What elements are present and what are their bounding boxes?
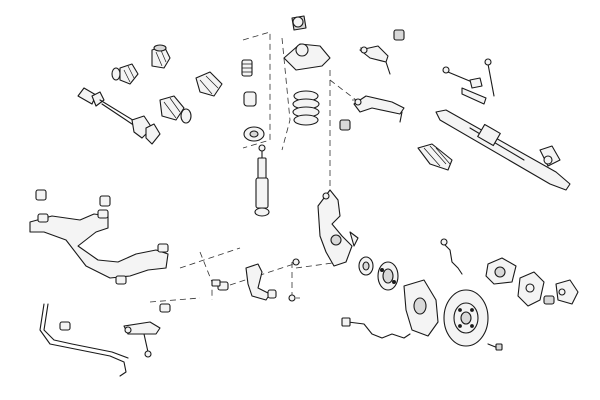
strut-top-mount[interactable] (283, 15, 331, 71)
cv-boot-left-2[interactable] (151, 44, 171, 69)
abs-sensor-cable[interactable] (341, 317, 411, 339)
steering-knuckle[interactable] (317, 189, 359, 267)
cv-joint-boot-4[interactable] (159, 95, 192, 124)
upper-control-arm[interactable] (339, 95, 405, 131)
coil-spring[interactable] (292, 90, 320, 126)
drive-shaft-left[interactable] (77, 87, 161, 145)
cv-joint-boot-3[interactable] (195, 71, 223, 97)
steering-rack[interactable] (435, 109, 571, 191)
wheel-bolt[interactable] (487, 343, 503, 351)
brake-hose[interactable] (440, 238, 463, 275)
tie-rod-end-upper[interactable] (359, 29, 405, 75)
brake-disc[interactable] (443, 289, 489, 347)
brake-caliper[interactable] (485, 257, 517, 285)
brake-caliper-carrier[interactable] (517, 271, 545, 307)
tie-rod-right-2[interactable] (461, 58, 495, 105)
subframe[interactable] (29, 189, 169, 285)
stabilizer-bar[interactable] (39, 303, 171, 377)
steering-rack-boot[interactable] (417, 143, 453, 171)
assembly-guide-lines (149, 31, 372, 303)
stabilizer-link-left[interactable] (123, 321, 161, 358)
shock-absorber[interactable] (254, 144, 270, 217)
brake-pad-set[interactable] (543, 279, 579, 305)
misc-bushings (211, 258, 300, 302)
lower-control-arm[interactable] (217, 263, 277, 301)
tie-rod-right-1[interactable] (442, 66, 483, 89)
wheel-hub[interactable] (377, 261, 399, 291)
strut-bearing[interactable] (243, 126, 265, 142)
cv-boot-left-1[interactable] (111, 63, 139, 85)
wheel-bearing[interactable] (358, 256, 374, 276)
strut-bump-stop[interactable] (241, 59, 257, 107)
brake-disc-shield[interactable] (403, 279, 439, 337)
